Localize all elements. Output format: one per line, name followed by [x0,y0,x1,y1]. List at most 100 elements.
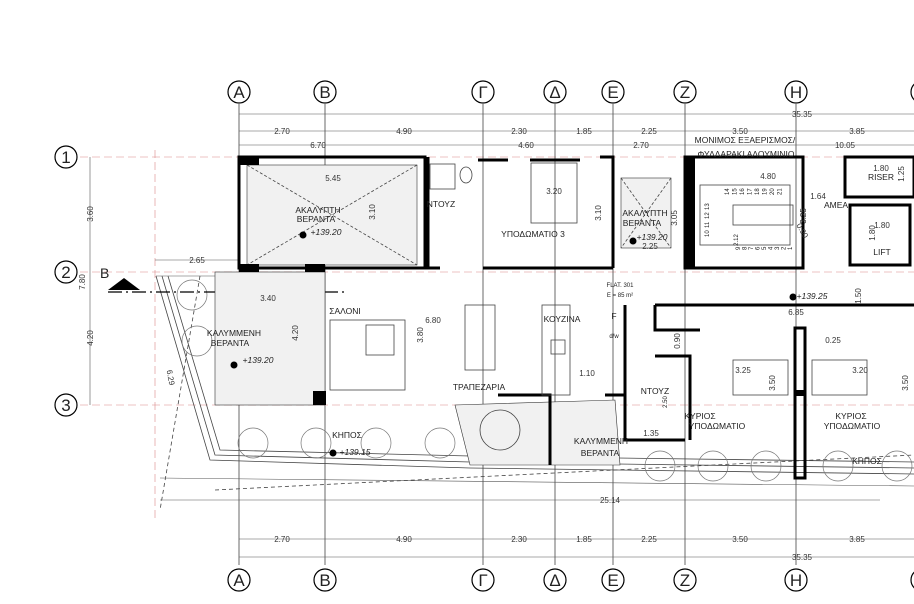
master-2-wall: 0.25 [825,336,841,345]
bed-master-2 [811,359,868,396]
master-1-label-1: ΚΥΡΙΟΣ [684,411,715,421]
grid-label-gamma-bottom: Γ [478,571,487,590]
garden-trees [176,279,913,482]
dim-bay-3-bottom: 2.30 [511,535,527,544]
stair-step-number: 9 [736,246,742,250]
stair-step-number: 12 [705,212,711,219]
open-veranda-1-level: +139.20 [311,227,342,237]
site-boundary [155,275,914,511]
shower-1-label: ΝΤΟΥΖ [427,199,455,209]
amea-size: 1.64 [810,192,826,201]
dim-sec-4: 10.05 [835,141,856,150]
garden-1-label: ΚΗΠΟΣ [332,430,362,440]
shower-tray [429,163,456,190]
living-label: ΣΑΛΟΝΙ [329,306,361,316]
grid-label-row-2: 2 [61,263,70,282]
dim-sec-2: 4.60 [518,141,534,150]
master-1-width: 3.25 [735,366,751,375]
grid-label-b-bottom: B [319,571,330,590]
open-veranda-2-width: 2.25 [642,242,658,251]
grid-label-gamma: Γ [478,83,487,102]
stair-step-number: 8 [743,246,749,250]
grid-label-a: A [233,83,245,102]
section-label: B [100,265,109,281]
stair-width: 4.80 [760,172,776,181]
dim-sec-1: 6.70 [310,141,326,150]
master-2-width: 3.20 [852,366,868,375]
corridor-width: 1.50 [854,288,863,304]
dim-bay-6: 3.50 [732,127,748,136]
dimension-lines [89,113,914,558]
grid-label-h-bottom: H [790,571,802,590]
grid-label-row-3: 3 [61,396,70,415]
dim-left-row12: 3.60 [86,206,95,222]
dim-bay-5-bottom: 2.25 [641,535,657,544]
stair-step-number: 18 [755,188,761,195]
stair-landing [732,204,794,226]
stair-step-number: 11 [705,221,711,228]
covered-veranda-1-level: +139.20 [243,355,274,365]
dim-sec-3: 2.70 [633,141,649,150]
furniture [329,162,868,451]
riser-width: 1.80 [873,164,889,173]
dining-table [464,304,496,371]
open-veranda-2-depth: 3.05 [670,210,679,226]
stair-step-number: 10 [705,230,711,237]
master-2-label-2: ΥΠΟΔΩΜΑΤΙΟ [824,421,881,431]
grid-label-delta: Δ [549,83,560,102]
covered-veranda-2-label-1: ΚΑΛΥΜΜΕΝΗ [574,436,628,446]
living-depth: 3.80 [416,327,425,343]
open-veranda-1-label-1: ΑΚΑΛΥΠΤΗ [295,205,340,215]
corridor-length: 6.85 [788,308,804,317]
stair-step-number: 1 [788,246,794,250]
dishwasher-label: d/w [609,334,619,340]
dim-bay-4: 1.85 [576,127,592,136]
toilet [459,166,473,184]
dim-bay-2: 4.90 [396,127,412,136]
lift-width: 1.80 [874,221,890,230]
stair-step-number: 4 [769,246,775,250]
stair-step-number: 5 [762,246,768,250]
grid-label-e: E [607,83,618,102]
dim-bay-1-bottom: 2.70 [274,535,290,544]
dim-left-row23: 4.20 [86,330,95,346]
grid-label-e-bottom: E [607,571,618,590]
grid-axes [80,104,914,565]
dim-bay-4-bottom: 1.85 [576,535,592,544]
master-2-depth: 3.50 [901,375,910,391]
open-veranda-2-level: +139.20 [637,232,668,242]
living-length: 6.80 [425,316,441,325]
covered-veranda-2-label-2: ΒΕΡΑΝΤΑ [581,448,620,458]
bedroom-3-width: 3.20 [546,187,562,196]
garden-1-level: +139.15 [340,447,371,457]
amea-label: ΑΜΕΑ [824,200,848,210]
sofa [329,319,406,391]
dim-overall-bottom: 35.35 [792,553,813,562]
master-1-depth: 3.50 [768,375,777,391]
bed-3 [530,162,578,224]
stair-step-number: 21 [778,188,784,195]
flat-area: E = 85 m² [607,293,633,299]
stair-step-dim: 2.12 [734,234,740,246]
dim-bay-6-bottom: 3.50 [732,535,748,544]
shower-2-door: 0.90 [673,333,682,349]
bed-master-1 [732,359,789,396]
dim-bay-7-bottom: 3.85 [849,535,865,544]
grid-bubbles-top [54,80,914,592]
dim-edge-offset: 2.65 [189,256,205,265]
stair-step-number: 2 [782,246,788,250]
stair-step-number: 6 [756,246,762,250]
dim-overall-top: 35.35 [792,110,813,119]
stair-step-number: 7 [749,246,755,250]
dim-bay-7: 3.85 [849,127,865,136]
coffee-table [365,324,395,356]
riser-label: RISER [868,172,894,182]
dim-garden-length: 25.14 [600,496,621,505]
master-2-label-1: ΚΥΡΙΟΣ [835,411,866,421]
grid-label-a-bottom: A [233,571,245,590]
spiral-stair [479,409,521,451]
shower-2-depth: 2.50 [663,396,669,408]
covered-veranda-1-width: 3.40 [260,294,276,303]
stair-step-number: 19 [763,188,769,195]
